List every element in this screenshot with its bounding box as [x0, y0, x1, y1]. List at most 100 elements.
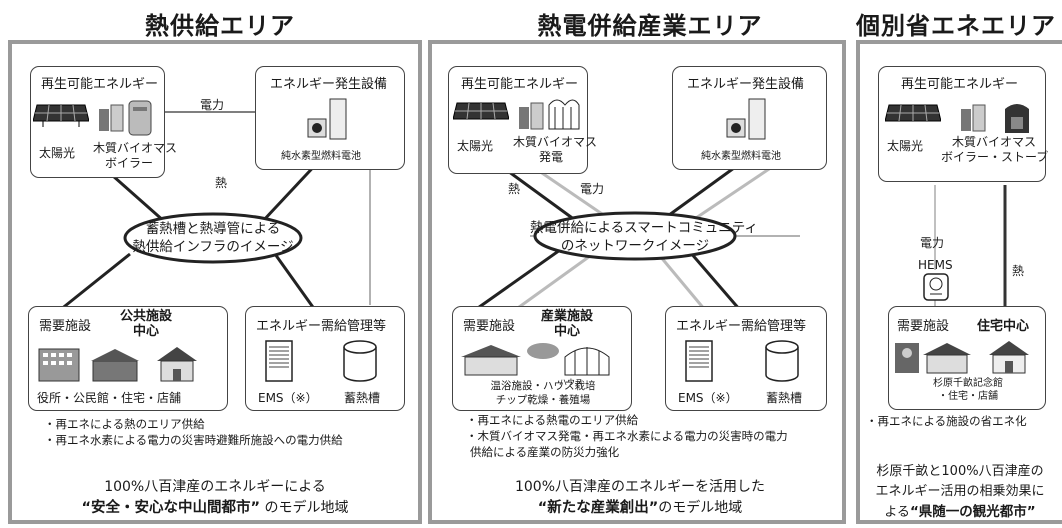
fuel-cell-icon [726, 98, 766, 140]
cogen-bullet-3: 供給による産業の防災力強化 [470, 445, 620, 459]
solar-panel-icon [885, 104, 941, 122]
wood-stove-icon [961, 104, 1029, 133]
cogen-demand-title: 需要施設 [463, 319, 516, 334]
cogen-generation-title: エネルギー発生設備 [687, 77, 805, 92]
heat-generation-title: エネルギー発生設備 [270, 77, 388, 92]
heat-generation-box: エネルギー発生設備 純水素型燃料電池 [255, 66, 405, 170]
cogen-caption-line2: チップ乾燥・養殖場 [495, 394, 591, 406]
heat-demand-focus-line1: 公共施設 [119, 309, 172, 324]
solar-panel-icon [453, 102, 509, 120]
residence-icon [895, 341, 1029, 374]
cogen-slogan-line1: 100%八百津産のエネルギーを活用した [514, 479, 766, 495]
cogen-generation-box: エネルギー発生設備 純水素型燃料電池 [672, 66, 827, 170]
cogen-bullet-1: ・再エネによる熱電のエリア供給 [466, 413, 639, 427]
cogen-fuelcell-label: 純水素型燃料電池 [701, 151, 781, 162]
individual-caption-line1: 杉原千畝記念館 [933, 378, 1003, 389]
heat-storage-tank-icon [343, 340, 377, 382]
individual-biomass-line2: ボイラー・ストーブ [941, 150, 1049, 164]
cogen-slogan: 100%八百津産のエネルギーを活用した “新たな産業創出”のモデル地域 [450, 477, 830, 519]
title-heat-area: 熱供給エリア [145, 12, 295, 40]
cogen-slogan-strong: “新たな産業創出” [537, 500, 659, 516]
individual-caption-line2: ・住宅・店舗 [938, 391, 998, 402]
cogen-biomass-line1: 木質バイオマス [513, 135, 598, 149]
cogen-ems-label: EMS（※） [678, 391, 738, 405]
individual-demand-title: 需要施設 [897, 319, 950, 334]
heat-biomass-label: 木質バイオマス ボイラー [93, 141, 177, 171]
cogen-ellipse-line1: 熱電併給によるスマートコミュニティ [530, 220, 758, 236]
heat-slogan-strong: “安全・安心な中山間都市” [81, 500, 261, 516]
cogen-slogan-rest: のモデル地域 [658, 500, 743, 516]
individual-bullet-1: ・再エネによる施設の省エネ化 [866, 414, 1027, 428]
individual-renewable-box: 再生可能エネルギー 太陽光 木質バイオマス ボイラー・ストーブ [878, 66, 1049, 182]
individual-heat-label: 熱 [1012, 264, 1025, 278]
ems-server-icon [265, 340, 293, 382]
cogen-caption-line1: 温浴施設・ハウス栽培 [490, 380, 596, 392]
cogen-slogan-line2: “新たな産業創出”のモデル地域 [450, 498, 830, 519]
heat-ems-label: EMS（※） [258, 391, 318, 405]
cogen-renewable-title: 再生可能エネルギー [461, 77, 579, 92]
cogen-renewable-box: 再生可能エネルギー 太陽光 木質バイオマス 発電 [448, 66, 598, 174]
cogen-biomass-label: 木質バイオマス 発電 [513, 135, 598, 165]
heat-management-title: エネルギー需給管理等 [256, 319, 387, 334]
biomass-boiler-icon [99, 100, 152, 136]
cogen-management-title: エネルギー需給管理等 [676, 319, 807, 334]
heat-biomass-line2: ボイラー [104, 156, 153, 170]
hems-meter-icon [923, 273, 949, 301]
heat-power-label: 電力 [200, 98, 225, 112]
cogen-demand-caption: 温浴施設・ハウス栽培 チップ乾燥・養殖場 [463, 379, 623, 407]
heat-storage-tank-icon [765, 340, 799, 382]
heat-solar-label: 太陽光 [39, 146, 76, 160]
individual-solar-label: 太陽光 [887, 139, 924, 153]
heat-bullet-2: ・再エネ水素による電力の災害時避難所施設への電力供給 [44, 433, 343, 447]
individual-slogan-line2: エネルギー活用の相乗効果に [875, 484, 1045, 499]
cogen-network-ellipse-text: 熱電併給によるスマートコミュニティ のネットワークイメージ [530, 219, 758, 255]
cogen-solar-label: 太陽光 [457, 139, 494, 153]
title-cogen-area: 熱電併給産業エリア [537, 12, 763, 40]
industrial-facility-icon [461, 343, 610, 376]
individual-demand-focus: 住宅中心 [977, 319, 1030, 334]
heat-bullet-1: ・再エネによる熱のエリア供給 [44, 417, 205, 431]
cogen-bullets: ・再エネによる熱電のエリア供給 ・木質バイオマス発電・再エネ水素による電力の災害… [466, 412, 788, 460]
cogen-storage-label: 蓄熱槽 [766, 391, 803, 405]
heat-slogan-line1: 100%八百津産のエネルギーによる [104, 479, 326, 495]
heat-bullets: ・再エネによる熱のエリア供給 ・再エネ水素による電力の災害時避難所施設への電力供… [44, 416, 343, 448]
individual-biomass-line1: 木質バイオマス [951, 135, 1036, 149]
cogen-demand-box: 需要施設 産業施設 中心 ハウス 温浴施設・ハウス栽培 チップ乾燥・養殖場 [452, 306, 632, 411]
individual-slogan-pre: よる [884, 505, 910, 520]
ems-server-icon [685, 340, 713, 382]
cogen-power-label: 電力 [580, 182, 605, 196]
solar-panel-icon [33, 104, 89, 127]
individual-slogan: 杉原千畝と100%八百津産の エネルギー活用の相乗効果に よる“県随一の観光都市… [858, 462, 1062, 523]
individual-biomass-label: 木質バイオマス ボイラー・ストーブ [941, 135, 1049, 165]
biomass-plant-icon [519, 99, 580, 130]
cogen-house-label: ハウス [559, 378, 583, 387]
heat-heat-label: 熱 [215, 176, 228, 190]
heat-demand-caption: 役所・公民館・住宅・店舗 [37, 391, 182, 405]
title-individual-area: 個別省エネエリア [856, 12, 1056, 40]
cogen-demand-focus-line1: 産業施設 [540, 309, 593, 324]
heat-ellipse-line1: 蓄熱槽と熱導管による [145, 221, 281, 237]
individual-power-label: 電力 [920, 236, 945, 250]
heat-renewable-box: 再生可能エネルギー 太陽光 木質バイオマス ボイラー [30, 66, 177, 178]
individual-bullets: ・再エネによる施設の省エネ化 [866, 413, 1027, 429]
individual-demand-box: 需要施設 住宅中心 杉原千畝記念館 ・住宅・店舗 [888, 306, 1046, 410]
cogen-management-box: エネルギー需給管理等 EMS（※） 蓄熱槽 [665, 306, 827, 411]
cogen-demand-focus: 産業施設 中心 [533, 309, 601, 339]
heat-management-box: エネルギー需給管理等 EMS（※） 蓄熱槽 [245, 306, 405, 411]
heat-demand-focus-line2: 中心 [132, 324, 159, 339]
cogen-bullet-2: ・木質バイオマス発電・再エネ水素による電力の災害時の電力 [466, 429, 788, 443]
heat-demand-focus: 公共施設 中心 [111, 309, 181, 339]
heat-slogan-rest: のモデル地域 [264, 500, 349, 516]
cogen-heat-label: 熱 [508, 182, 521, 196]
individual-slogan-line1: 杉原千畝と100%八百津産の [876, 464, 1044, 479]
heat-storage-label: 蓄熱槽 [344, 391, 381, 405]
heat-slogan-line2: “安全・安心な中山間都市” のモデル地域 [30, 498, 400, 519]
individual-renewable-title: 再生可能エネルギー [901, 77, 1019, 92]
cogen-biomass-line2: 発電 [538, 150, 563, 164]
heat-demand-box: 需要施設 公共施設 中心 役所・公民館・住宅・店舗 [28, 306, 228, 411]
heat-ellipse-line2: 熱供給インフラのイメージ [132, 239, 294, 255]
individual-demand-caption: 杉原千畝記念館 ・住宅・店舗 [889, 377, 1047, 403]
heat-slogan: 100%八百津産のエネルギーによる “安全・安心な中山間都市” のモデル地域 [30, 477, 400, 519]
fuel-cell-icon [307, 98, 347, 140]
cogen-demand-focus-line2: 中心 [553, 324, 580, 339]
